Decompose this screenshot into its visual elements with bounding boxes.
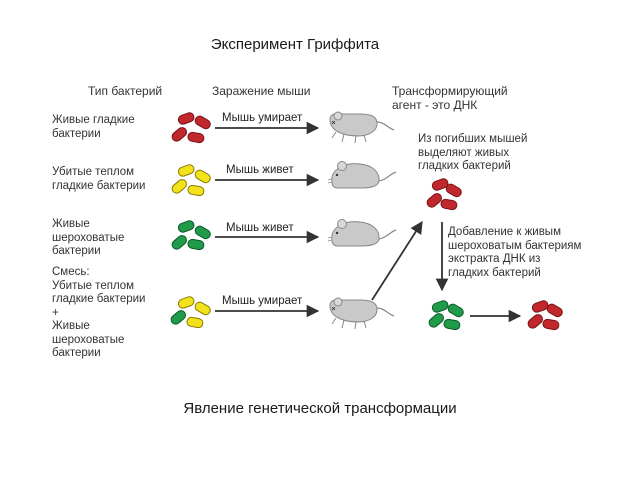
bacterium [445,183,462,198]
row3-label: Живые шероховатые бактерии [52,218,125,257]
row4-bacteria-cluster [170,296,211,329]
bacterium [187,184,205,197]
header-infection: Заражение мыши [212,84,311,98]
row2-bacteria-cluster [171,164,211,197]
bacterium [194,301,211,316]
bacterium [177,112,195,125]
row1-bacteria-cluster [171,112,211,144]
header-agent-line2: агент - это ДНК [392,98,478,112]
add-dna-note: Добавление к живым шероховатым бактериям… [448,226,582,279]
row4-result: Мышь умирает [222,295,303,307]
bacterium [187,238,205,251]
bacterium [440,198,458,211]
row3-result: Мышь живет [226,222,294,234]
diagram-title: Эксперимент Гриффита [210,36,380,53]
row2-label: Убитые теплом гладкие бактерии [52,166,146,192]
bacterium [171,179,188,194]
row1-label: Живые гладкие бактерии [52,114,135,140]
header-bacteria-type: Тип бактерий [88,84,163,98]
row3-bacteria-cluster [171,220,211,251]
row2-result: Мышь живет [226,164,294,176]
bacterium [428,313,445,328]
row1-result: Мышь умирает [222,112,303,124]
bacterium [531,300,549,313]
bacterium [527,314,544,329]
bacterium [431,178,449,191]
live-mouse-icon [327,218,397,247]
row4-label: Смесь: Убитые теплом гладкие бактерии + … [52,266,146,359]
bacterium [194,225,211,240]
recipient-green-bacteria [428,300,464,331]
bacterium [431,300,449,313]
bacterium [447,303,464,318]
bacterium [171,235,188,250]
bacterium [542,318,560,331]
bacterium [194,169,211,184]
live-mouse-icon [327,160,397,189]
bacterium [171,127,188,142]
isolated-red-bacteria [426,178,462,211]
bacterium [186,316,204,329]
header-agent-line1: Трансформирующий [392,84,508,98]
bacterium [177,164,195,177]
bacterium [177,220,195,233]
transformed-red-bacteria [527,300,563,331]
isolate-note: Из погибших мышей выделяют живых гладких… [418,133,528,172]
bacterium [170,310,187,325]
bacterium [177,296,195,309]
bacterium [443,318,461,331]
dead-mouse-icon [329,297,395,330]
diagonal-arrow [371,220,423,301]
bacterium [546,303,563,318]
bacterium [426,193,443,208]
dead-mouse-icon [329,111,395,144]
bacterium [194,115,211,130]
bacterium [187,131,205,144]
diagram-caption: Явление генетической трансформации [183,400,457,417]
